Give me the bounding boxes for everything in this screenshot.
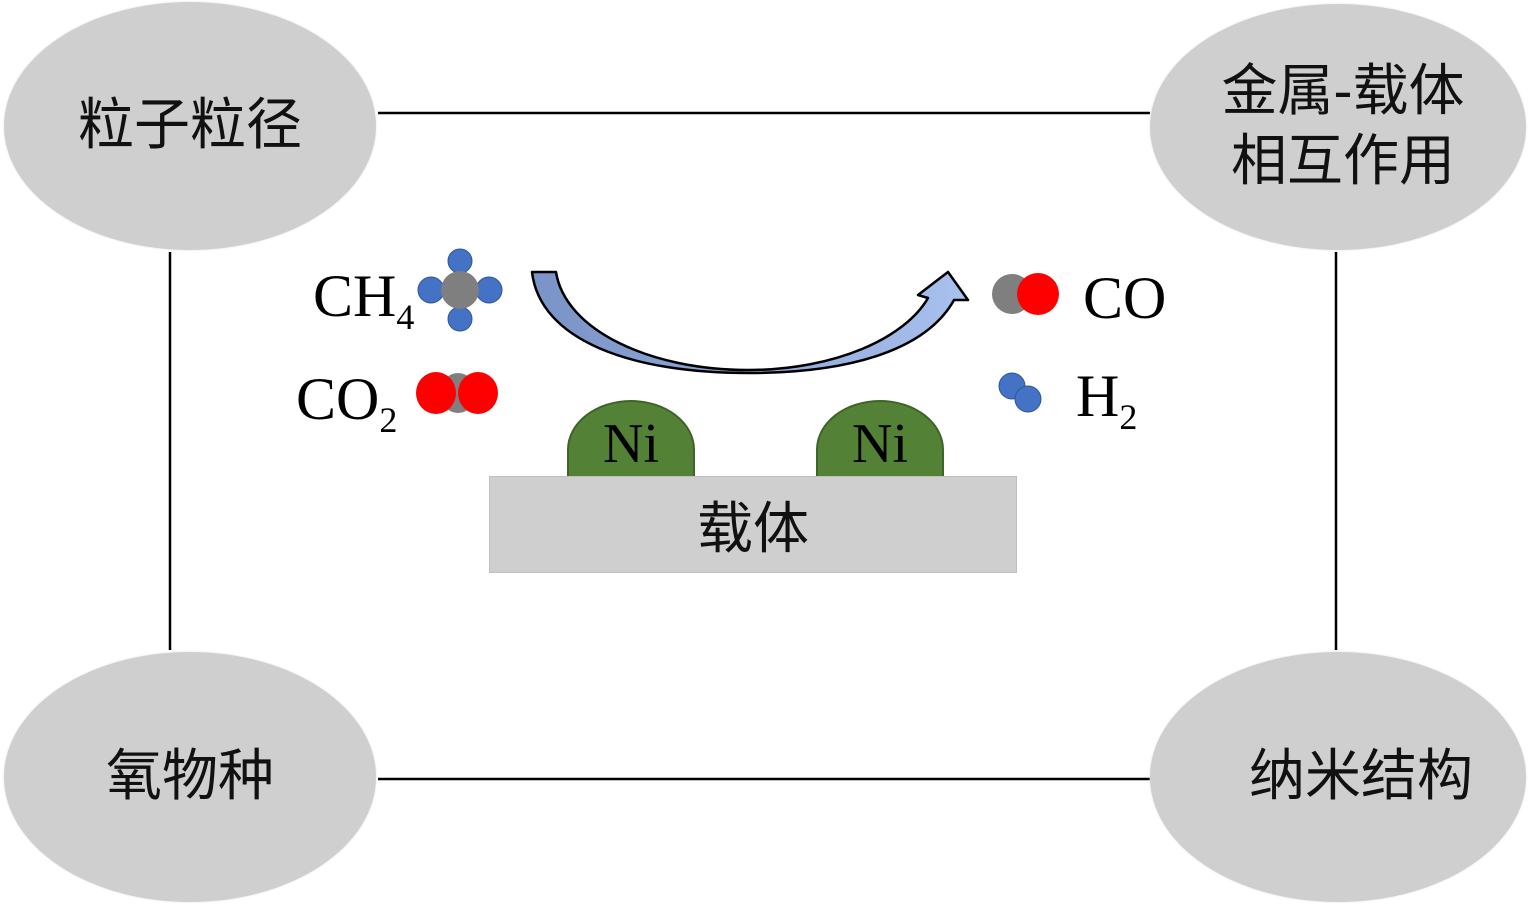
node-oxygen-species-label: 氧物种 <box>106 744 274 809</box>
node-particle-size-label: 粒子粒径 <box>78 93 302 158</box>
formula-co2: CO2 <box>296 366 397 438</box>
node-metal-support-interaction: 金属-载体 相互作用 <box>1150 4 1526 250</box>
formula-co2-subscript: 2 <box>379 399 398 440</box>
nickel-particle-2-label: Ni <box>852 413 908 475</box>
formula-co2-main: CO <box>296 366 380 432</box>
nickel-particle-1: Ni <box>567 400 695 480</box>
formula-h2-subscript: 2 <box>1119 396 1138 437</box>
node-metal-support-interaction-label: 金属-载体 相互作用 <box>1221 59 1465 194</box>
catalyst-support-label: 载体 <box>697 497 809 562</box>
formula-co: CO <box>1083 268 1166 328</box>
formula-ch4-subscript: 4 <box>396 296 415 337</box>
catalyst-support: 载体 <box>489 476 1017 573</box>
nickel-particle-1-label: Ni <box>603 413 659 475</box>
formula-co-main: CO <box>1083 265 1167 331</box>
node-oxygen-species: 氧物种 <box>4 652 376 902</box>
node-particle-size: 粒子粒径 <box>4 2 376 250</box>
node-nanostructure-label: 纳米结构 <box>1249 744 1473 809</box>
node-nanostructure: 纳米结构 <box>1150 652 1526 902</box>
formula-ch4: CH4 <box>313 263 414 335</box>
formula-h2-main: H <box>1076 363 1120 429</box>
formula-h2: H2 <box>1076 363 1137 435</box>
formula-ch4-main: CH <box>313 263 397 329</box>
nickel-particle-2: Ni <box>816 400 944 480</box>
